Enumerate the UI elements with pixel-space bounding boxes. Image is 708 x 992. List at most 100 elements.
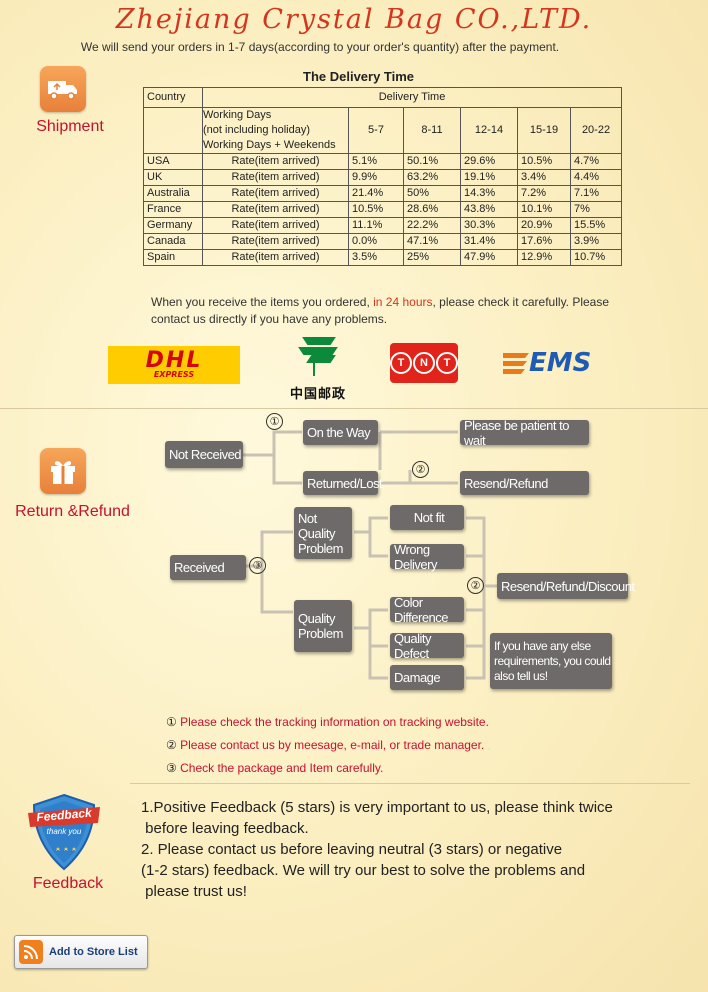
step-marker-3: ③ [249,557,266,574]
badge-subtext: thank you [46,827,82,836]
rate-value-cell: 10.7% [569,249,623,266]
feedback-shield-icon: Feedback thank you [28,793,100,873]
patient-box: Please be patient to wait [460,418,589,448]
delivery-time-header: Delivery Time [201,87,623,108]
rate-value-cell: 4.4% [569,169,623,186]
rate-value-cell: 20.9% [517,217,571,234]
legend-text: Please check the tracking information on… [180,715,489,729]
rate-value-cell: 21.4% [348,185,404,202]
returned-lost-box: Returned/Lost [303,471,383,495]
rate-label-cell: Rate(item arrived) [202,217,349,234]
tnt-letter: N [413,352,435,374]
add-to-store-list-label: Add to Store List [49,946,138,958]
country-cell: Australia [143,185,203,202]
ems-text: EMS [529,348,592,378]
legend-list: ① Please check the tracking information … [166,711,489,780]
rate-value-cell: 31.4% [460,233,518,250]
feedback-label: Feedback [32,875,104,892]
legend-item: ① Please check the tracking information … [166,711,489,734]
tnt-letter: T [390,352,412,374]
rate-value-cell: 5.1% [348,153,404,170]
rate-value-cell: 50.1% [403,153,461,170]
company-title: Zhejiang Crystal Bag CO.,LTD. [115,4,593,35]
not-quality-problem-box: Not Quality Problem [294,507,352,559]
working-days-label: Working Days (not including holiday) Wor… [202,107,349,154]
rate-value-cell: 25% [403,249,461,266]
china-post-text: 中国邮政 [289,386,346,401]
rate-value-cell: 47.9% [460,249,518,266]
ems-logo: EMS [503,348,591,378]
tnt-letter: T [436,352,458,374]
legend-item: ③ Check the package and Item carefully. [166,757,489,780]
step-marker-2: ② [412,461,429,478]
range-cell: 12-14 [460,107,518,154]
shipment-label: Shipment [36,118,104,135]
feedback-text: 1.Positive Feedback (5 stars) is very im… [141,797,701,902]
wrong-delivery-box: Wrong Delivery [390,542,464,572]
truck-icon [40,66,86,112]
legend-num: ③ [166,761,177,775]
rate-value-cell: 7% [569,201,623,218]
rate-value-cell: 50% [403,185,461,202]
ems-speed-icon [503,353,529,374]
rate-value-cell: 19.1% [460,169,518,186]
resend-refund-box: Resend/Refund [460,471,589,495]
note-highlight: in 24 hours [373,295,433,309]
table-header-row: Country Delivery Time [143,87,623,108]
not-fit-box: Not fit [390,505,464,530]
delivery-time-table: Country Delivery Time Working Days (not … [143,87,623,266]
other-requirements-box: If you have any else requirements, you c… [490,633,612,689]
divider [0,408,708,409]
step-marker-1: ① [266,413,283,430]
rate-label-cell: Rate(item arrived) [202,169,349,186]
china-post-logo: 中国邮政 [278,334,358,402]
received-box: Received [170,555,246,580]
damage-box: Damage [390,665,464,690]
color-difference-box: Color Difference [390,595,464,625]
rate-value-cell: 17.6% [517,233,571,250]
feedback-line: before leaving feedback. [141,820,309,837]
on-the-way-box: On the Way [303,420,378,445]
legend-num: ② [166,738,177,752]
dhl-logo-sub: EXPRESS [153,370,195,379]
rate-value-cell: 12.9% [517,249,571,266]
rate-value-cell: 4.7% [569,153,623,170]
gift-icon [40,448,86,494]
dhl-logo: DHL EXPRESS [108,346,240,384]
range-cell: 5-7 [348,107,404,154]
resend-refund-discount-box: Resend/Refund/Discount [497,573,635,599]
divider [130,783,690,784]
legend-text: Check the package and Item carefully. [180,761,384,775]
step-marker-2: ② [467,577,484,594]
rate-value-cell: 3.9% [569,233,623,250]
legend-item: ② Please contact us by meesage, e-mail, … [166,734,489,757]
legend-num: ① [166,715,177,729]
rate-label-cell: Rate(item arrived) [202,153,349,170]
feedback-line: 1.Positive Feedback (5 stars) is very im… [141,799,613,816]
delivery-time-title: The Delivery Time [303,69,415,84]
rss-icon [19,940,43,964]
add-to-store-list-button[interactable]: Add to Store List [14,935,148,969]
tnt-logo: T N T [390,343,458,383]
feedback-line: please trust us! [141,883,247,900]
range-cell: 20-22 [569,107,623,154]
note-text: contact us directly if you have any prob… [151,312,388,326]
china-post-icon [298,337,338,376]
not-received-box: Not Received [165,441,243,468]
note-text: When you receive the items you ordered, [151,295,374,309]
shipping-subtitle: We will send your orders in 1-7 days(acc… [80,40,560,54]
quality-defect-box: Quality Defect [390,631,464,661]
dhl-logo-text: DHL [145,348,203,373]
rate-value-cell: 7.1% [569,185,623,202]
receive-note: When you receive the items you ordered, … [151,294,631,328]
rate-label-cell: Rate(item arrived) [202,233,349,250]
feedback-line: 2. Please contact us before leaving neut… [141,841,563,858]
feedback-line: (1-2 stars) feedback. We will try our be… [141,862,586,879]
country-cell: France [143,201,203,218]
